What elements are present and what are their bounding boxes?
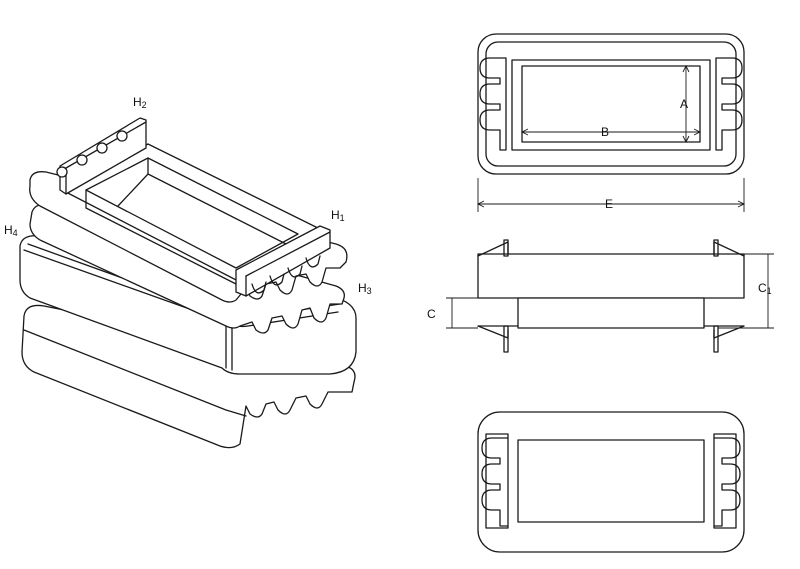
- label-h3: H3: [358, 281, 372, 296]
- side-view-winding: [477, 253, 745, 299]
- right-pin-comb: [715, 57, 743, 151]
- label-h4: H4: [4, 223, 18, 238]
- pin: [56, 166, 68, 178]
- top-view: [476, 33, 746, 212]
- pin: [116, 130, 128, 142]
- bottom-view: [477, 411, 745, 553]
- pin-rail-h1: [235, 225, 331, 297]
- bottom-view-core-window: [517, 439, 705, 523]
- pin: [76, 154, 88, 166]
- label-h1: H1: [331, 208, 345, 223]
- top-view-body: [511, 59, 711, 151]
- side-view: [446, 239, 774, 353]
- top-view-core-window: [521, 65, 701, 143]
- label-h2: H2: [133, 95, 147, 110]
- bottom-left-pin-comb: [481, 437, 509, 527]
- left-pin-comb: [479, 57, 507, 151]
- top-view-flange: [477, 33, 745, 175]
- label-dimension-c1: C1: [758, 281, 772, 296]
- side-view-core: [517, 297, 705, 329]
- label-dimension-e: E: [605, 197, 613, 211]
- pin: [96, 142, 108, 154]
- bottom-flange: [21, 304, 356, 449]
- label-dimension-c: C: [427, 307, 436, 321]
- isometric-view: [19, 117, 357, 449]
- bottom-view-flange: [477, 411, 745, 553]
- bottom-right-pin-comb: [713, 437, 741, 527]
- label-dimension-a: A: [680, 97, 688, 111]
- core-opening: [85, 157, 299, 269]
- label-dimension-b: B: [601, 125, 609, 139]
